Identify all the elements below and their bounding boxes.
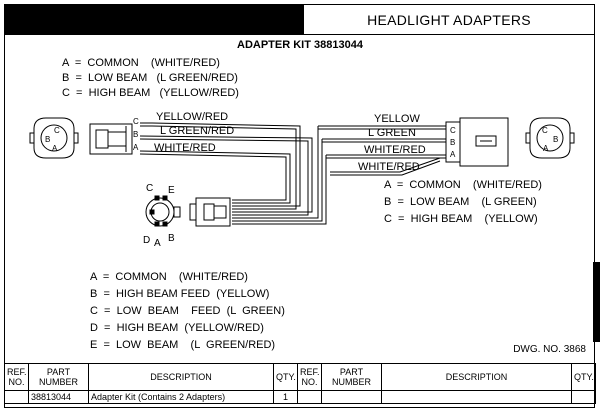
legend-top-c: C = HIGH BEAM (YELLOW/RED) [62, 87, 239, 99]
header-title-box: HEADLIGHT ADAPTERS [303, 5, 594, 35]
cell-description-2 [381, 390, 572, 404]
wire-bundle [139, 122, 446, 225]
legend-bottom-d: D = HIGH BEAM (YELLOW/RED) [90, 322, 264, 334]
left-conn-pin-b: B [45, 135, 50, 144]
five-pin-label-c: C [146, 183, 153, 194]
cell-description: Adapter Kit (Contains 2 Adapters) [88, 390, 274, 404]
col-qty: QTY. [273, 363, 298, 391]
left-plug-pin-c: C [133, 117, 139, 126]
parts-table: REF. NO. PART NUMBER DESCRIPTION QTY. RE… [4, 363, 596, 404]
left-wire-labels: YELLOW/RED L GREEN/RED WHITE/RED [154, 111, 234, 154]
wire-label-lgreen: L GREEN [368, 127, 416, 139]
page-title: HEADLIGHT ADAPTERS [367, 11, 531, 28]
kit-title: ADAPTER KIT 38813044 [237, 39, 364, 51]
left-plug-pin-b: B [133, 130, 138, 139]
five-pin-connector: C E D A B [143, 183, 181, 249]
drawing-number: DWG. NO. 3868 [513, 344, 586, 355]
center-small-plug [189, 197, 231, 227]
five-pin-label-b: B [168, 233, 175, 244]
side-tab-marker [593, 262, 600, 342]
header-black-band [5, 5, 303, 35]
five-pin-label-d: D [143, 235, 150, 246]
cell-qty-2 [571, 390, 596, 404]
legend-right-c: C = HIGH BEAM (YELLOW) [384, 213, 538, 225]
cell-qty: 1 [273, 390, 298, 404]
col-ref-no: REF. NO. [4, 363, 29, 391]
left-plug-housing: C B A [89, 117, 139, 155]
right-conn-pin-b: B [553, 135, 558, 144]
left-conn-pin-c: C [54, 126, 60, 135]
right-conn-pin-c: C [542, 126, 548, 135]
right-plug-pin-c: C [450, 126, 456, 135]
legend-top-a: A = COMMON (WHITE/RED) [62, 57, 220, 69]
legend-top: A = COMMON (WHITE/RED) B = LOW BEAM (L G… [62, 57, 239, 99]
legend-bottom: A = COMMON (WHITE/RED) B = HIGH BEAM FEE… [90, 271, 285, 351]
right-wire-labels: YELLOW L GREEN WHITE/RED WHITE/RED [358, 113, 426, 173]
legend-top-b: B = LOW BEAM (L GREEN/RED) [62, 72, 238, 84]
legend-bottom-a: A = COMMON (WHITE/RED) [90, 271, 248, 283]
cell-part-number-2 [321, 390, 382, 404]
left-plug-pin-a: A [133, 143, 139, 152]
cell-ref-no [4, 390, 29, 404]
col-qty-2: QTY. [571, 363, 596, 391]
wire-label-white-red: WHITE/RED [154, 142, 216, 154]
wire-label-white-red-1: WHITE/RED [364, 144, 426, 156]
legend-right: A = COMMON (WHITE/RED) B = LOW BEAM (L G… [384, 179, 542, 225]
left-round-connector: C B A [29, 117, 79, 159]
legend-right-a: A = COMMON (WHITE/RED) [384, 179, 542, 191]
wire-label-white-red-2: WHITE/RED [358, 161, 420, 173]
right-plug-pin-b: B [450, 138, 455, 147]
wire-label-yellow-red: YELLOW/RED [156, 111, 228, 123]
col-part-number-2: PART NUMBER [321, 363, 382, 391]
five-pin-label-e: E [168, 185, 175, 196]
left-conn-pin-a: A [52, 144, 58, 153]
cell-part-number: 38813044 [28, 390, 89, 404]
legend-bottom-b: B = HIGH BEAM FEED (YELLOW) [90, 288, 269, 300]
parts-table-header: REF. NO. PART NUMBER DESCRIPTION QTY. RE… [4, 363, 596, 391]
table-row: 38813044 Adapter Kit (Contains 2 Adapter… [4, 390, 596, 404]
wiring-diagram: ADAPTER KIT 38813044 A = COMMON (WHITE/R… [29, 39, 586, 355]
right-plug-housing: C B A [445, 117, 509, 167]
right-conn-pin-a: A [543, 144, 549, 153]
legend-bottom-e: E = LOW BEAM (L GREEN/RED) [90, 339, 275, 351]
col-description-2: DESCRIPTION [381, 363, 572, 391]
five-pin-label-a: A [154, 238, 161, 249]
wire-label-lgreen-red: L GREEN/RED [160, 125, 234, 137]
wire-label-yellow: YELLOW [374, 113, 420, 125]
cell-ref-no-2 [297, 390, 322, 404]
drawing-sheet: HEADLIGHT ADAPTERS [4, 4, 595, 408]
legend-bottom-c: C = LOW BEAM FEED (L GREEN) [90, 305, 285, 317]
legend-right-b: B = LOW BEAM (L GREEN) [384, 196, 537, 208]
right-round-connector: C B A [525, 117, 575, 159]
col-part-number: PART NUMBER [28, 363, 89, 391]
right-plug-pin-a: A [450, 150, 456, 159]
col-ref-no-2: REF. NO. [297, 363, 322, 391]
col-description: DESCRIPTION [88, 363, 274, 391]
